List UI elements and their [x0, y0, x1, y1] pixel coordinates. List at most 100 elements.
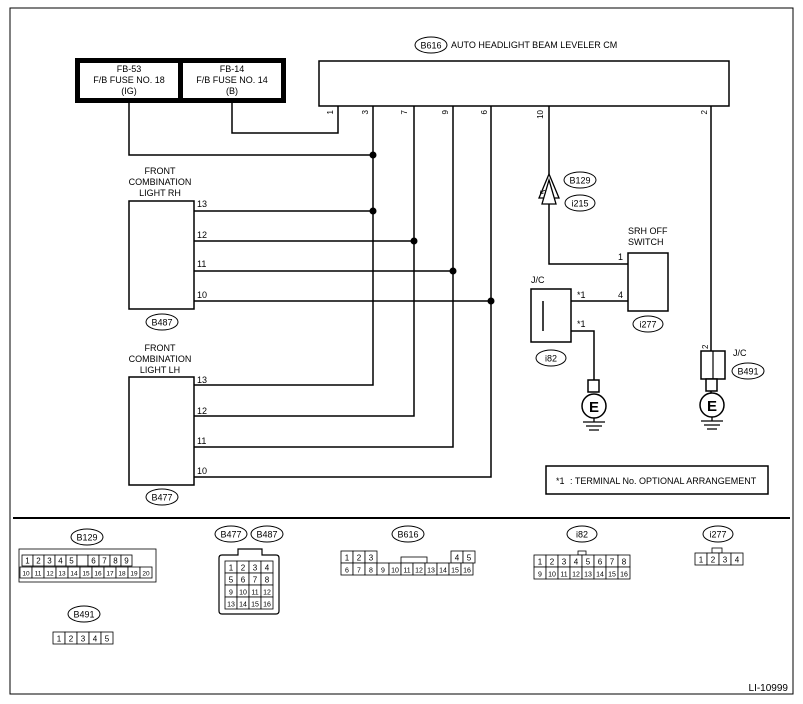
light-rh-title-1: FRONT — [145, 166, 176, 176]
fuse-fb14-code: FB-14 — [220, 64, 245, 74]
connector-pin-number: 11 — [251, 590, 258, 597]
connector-pin-number: 7 — [357, 568, 361, 575]
connector-pin-number: 8 — [622, 558, 627, 567]
connector-pin-number: 5 — [105, 635, 110, 644]
diagram-reference: LI-10999 — [749, 683, 789, 694]
connector-pin-number: 6 — [241, 576, 246, 585]
switch-title-2: SWITCH — [628, 237, 664, 247]
joint-connector-i82: J/C *1 *1 i82 — [530, 275, 586, 367]
connector-pin-number: 6 — [91, 557, 96, 566]
connector-pin-number: 15 — [82, 571, 90, 578]
switch-title-1: SRH OFF — [628, 226, 668, 236]
fuse-fb14-sub: (B) — [226, 86, 238, 96]
inline-connector-top-badge — [563, 171, 597, 189]
connector-pin-number: 9 — [229, 590, 233, 597]
inline-connector-pin: 5 — [539, 189, 548, 194]
connector-pin-number: 12 — [415, 568, 423, 575]
connector-pin-number: 8 — [113, 557, 118, 566]
b487-label: B487 — [256, 530, 277, 540]
inline-connector-b129-i215: 5 B129 i215 — [538, 171, 597, 212]
connector-pin-number: 13 — [227, 602, 235, 609]
connector-pin-number: 11 — [35, 571, 42, 578]
connector-pin-number: 1 — [229, 564, 234, 573]
connector-pin-number: 12 — [263, 590, 271, 597]
ground-terminal-icon — [587, 379, 600, 393]
light-lh-connector-label: B477 — [151, 493, 172, 503]
connector-pin-number: 1 — [699, 556, 704, 565]
i277-badge — [702, 525, 734, 543]
b616-key — [400, 556, 428, 564]
wire-fuse18-feed — [128, 103, 373, 156]
connector-pin-number: 16 — [94, 571, 102, 578]
connector-pin-number: 10 — [239, 590, 247, 597]
connector-pin-number: 16 — [463, 568, 471, 575]
ground-terminal-icon — [705, 378, 718, 392]
light-rh-box — [128, 200, 195, 310]
connector-pin-number: 4 — [455, 554, 460, 563]
jc1-pin-a: *1 — [577, 290, 586, 300]
module-box — [318, 60, 730, 107]
b477-label: B477 — [220, 530, 241, 540]
i277-label: i277 — [709, 530, 726, 540]
wire-module-7-lh-12 — [194, 106, 415, 417]
jc2-label: J/C — [733, 348, 747, 358]
b491-label: B491 — [73, 610, 94, 620]
connector-pin-number: 9 — [124, 557, 129, 566]
connector-pin-number: 13 — [58, 571, 66, 578]
i82-key — [577, 550, 587, 556]
connector-pin-number: 4 — [735, 556, 740, 565]
ground-i82: E — [581, 379, 607, 431]
connector-pin-number: 1 — [25, 557, 30, 566]
connector-pin-number: 5 — [586, 558, 591, 567]
module-pin-10: 10 — [536, 109, 545, 118]
connector-pin-number: 7 — [102, 557, 107, 566]
switch-box — [627, 252, 669, 312]
junction-dot — [369, 207, 377, 215]
connector-pin-number: 2 — [711, 556, 716, 565]
light-lh-box — [128, 376, 195, 486]
connector-pin-number: 2 — [69, 635, 74, 644]
b491-badge — [67, 605, 101, 623]
connector-gap — [76, 554, 89, 567]
module-pin-9: 9 — [441, 109, 450, 114]
connector-pin-number: 5 — [467, 554, 472, 563]
switch-pin-4: 4 — [618, 290, 623, 300]
jc1-label: J/C — [531, 275, 545, 285]
b487-badge — [250, 525, 284, 543]
connector-pin-number: 1 — [57, 635, 62, 644]
connector-pin-number: 4 — [58, 557, 63, 566]
wire-module-9-lh-11 — [194, 106, 454, 448]
connector-female-icon — [541, 177, 557, 205]
b129-housing — [18, 548, 157, 583]
jc1-pin-b: *1 — [577, 319, 586, 329]
connector-pin-number: 1 — [345, 554, 350, 563]
b129-badge — [70, 528, 104, 546]
fuse-fb53-code: FB-53 — [117, 64, 142, 74]
b616-badge — [391, 525, 425, 543]
light-rh-connector-label: B487 — [151, 318, 172, 328]
connector-pin-number: 2 — [550, 558, 555, 567]
wire-module-6-lh-10 — [194, 106, 492, 478]
b129-label: B129 — [76, 533, 97, 543]
module-pin-2: 2 — [700, 109, 709, 114]
connector-pin-number: 5 — [229, 576, 234, 585]
switch-connector-label: i277 — [639, 320, 656, 330]
i82-badge — [566, 525, 598, 543]
i277-key — [711, 547, 723, 554]
junction-dot — [487, 297, 495, 305]
connector-pin-number: 4 — [93, 635, 98, 644]
junction-dot — [369, 151, 377, 159]
connector-pin-number: 14 — [439, 568, 447, 575]
connector-pin-number: 12 — [46, 571, 54, 578]
fuse-fb53-box — [80, 63, 178, 98]
connector-pin-number: 10 — [391, 568, 399, 575]
connector-pin-number: 6 — [598, 558, 603, 567]
junction-dot — [449, 267, 457, 275]
connector-pin-number: 1 — [538, 558, 543, 567]
